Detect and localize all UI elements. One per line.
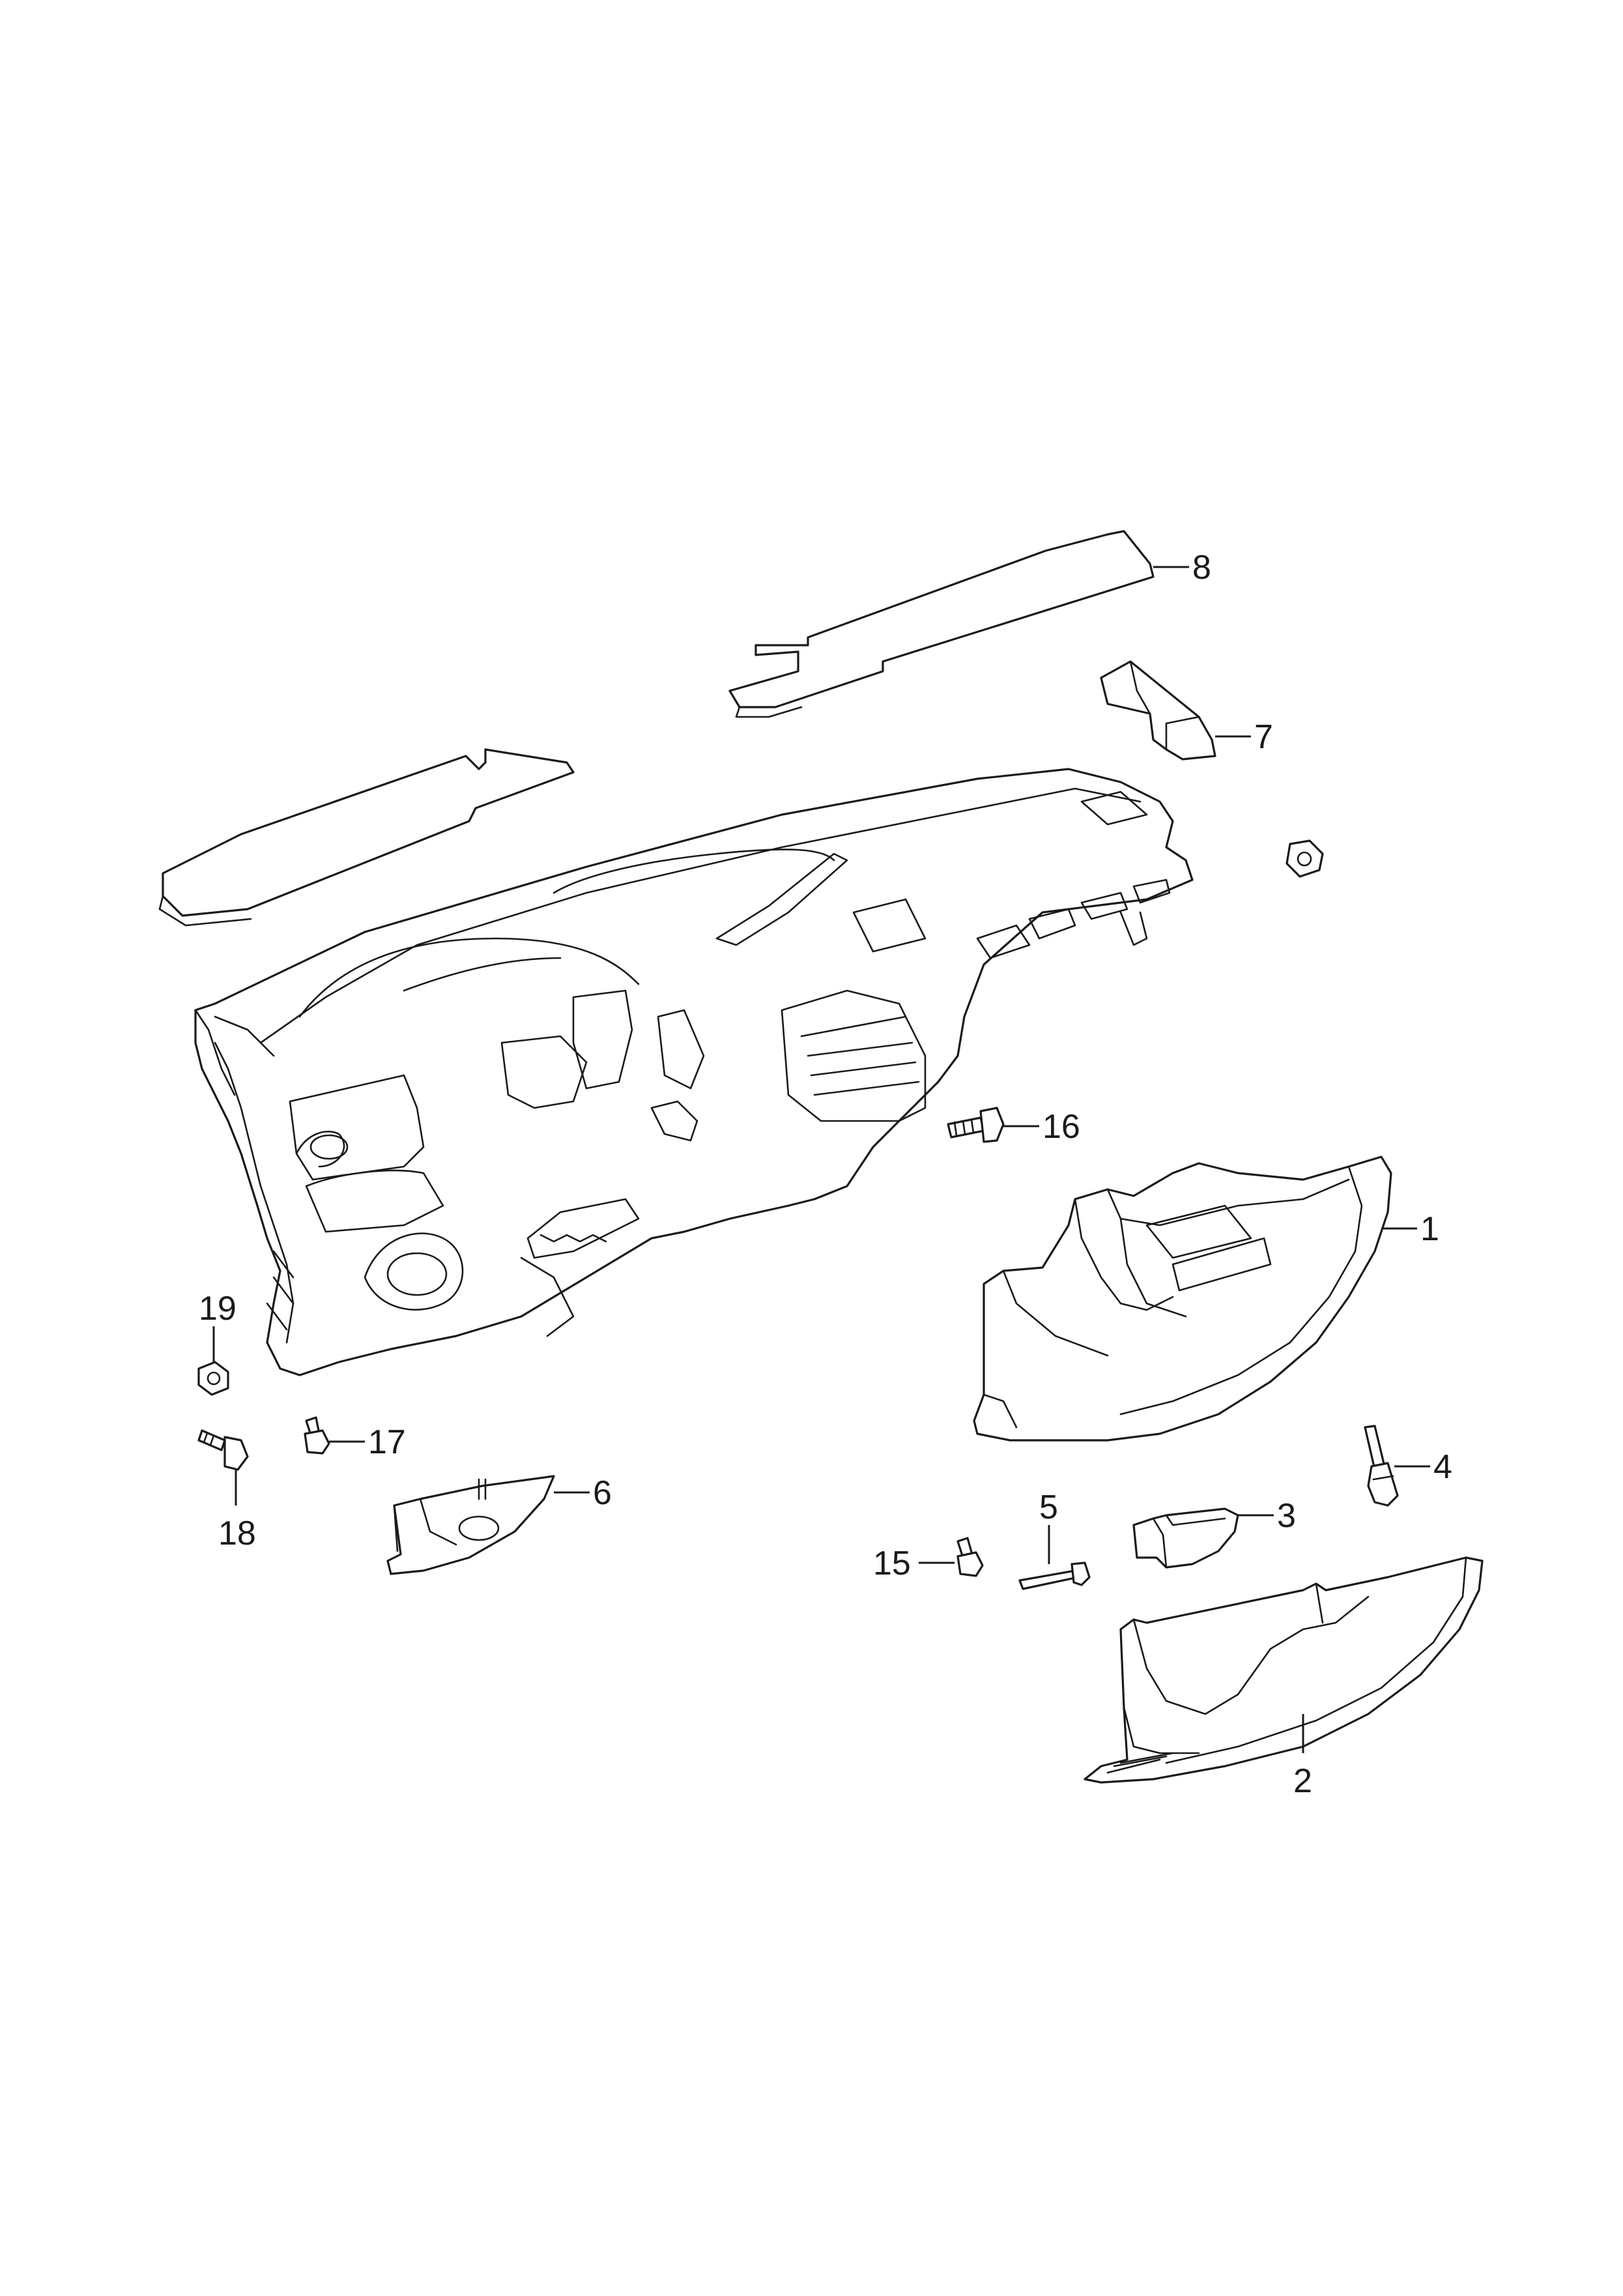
callout-5: 5	[1039, 1489, 1058, 1526]
part-1-glovebox-housing[interactable]	[973, 1155, 1392, 1442]
callout-2: 2	[1293, 1762, 1312, 1800]
part-19-nut[interactable]	[197, 1361, 229, 1396]
callout-3: 3	[1277, 1497, 1296, 1535]
callout-16: 16	[1042, 1108, 1080, 1146]
left-insulation-strip[interactable]	[158, 748, 575, 927]
part-17-screw[interactable]	[304, 1416, 330, 1455]
part-18-bolt[interactable]	[197, 1429, 249, 1471]
part-5-pin[interactable]	[1018, 1562, 1091, 1590]
part-4-latch-pin[interactable]	[1364, 1425, 1399, 1507]
callout-15: 15	[873, 1545, 911, 1582]
callout-6: 6	[593, 1474, 612, 1512]
callout-4: 4	[1433, 1448, 1452, 1486]
dashboard-panel[interactable]	[194, 768, 1194, 1376]
hex-nut-top-right[interactable]	[1285, 839, 1324, 878]
part-3-latch-handle[interactable]	[1132, 1507, 1239, 1569]
part-7-foam-block[interactable]	[1100, 660, 1216, 761]
part-6-trim-panel[interactable]	[386, 1475, 555, 1575]
callout-8: 8	[1192, 549, 1211, 587]
callout-7: 7	[1254, 718, 1273, 756]
part-16-bolt[interactable]	[947, 1107, 1005, 1143]
part-2-glovebox-lid[interactable]	[1084, 1556, 1484, 1784]
callout-18: 18	[218, 1515, 256, 1552]
part-15-screw[interactable]	[956, 1537, 984, 1577]
callout-19: 19	[199, 1290, 237, 1328]
callout-1: 1	[1420, 1210, 1439, 1248]
part-8-insulation-strip[interactable]	[728, 530, 1155, 718]
callout-17: 17	[368, 1423, 406, 1461]
